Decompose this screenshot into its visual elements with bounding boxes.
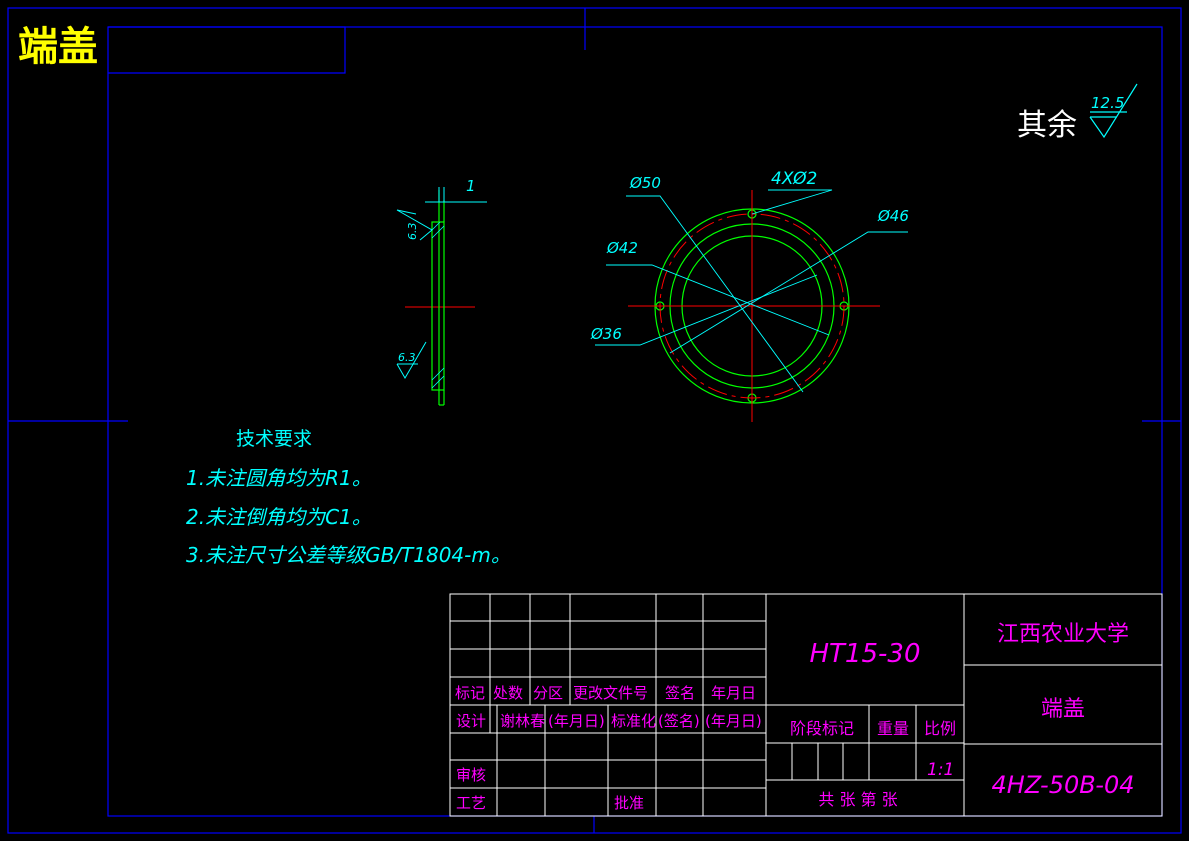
review-label: 审核 bbox=[456, 766, 486, 784]
material-label: HT15-30 bbox=[810, 639, 921, 669]
tech-item: 2.未注倒角均为C1。 bbox=[186, 505, 372, 529]
dim-d46: Ø46 bbox=[877, 207, 909, 225]
roughness-symbol-icon bbox=[1089, 83, 1138, 139]
header-date: 年月日 bbox=[711, 684, 756, 702]
standard-label: 标准化 bbox=[611, 712, 656, 730]
tech-item: 3.未注尺寸公差等级GB/T1804-m。 bbox=[186, 543, 511, 567]
front-view: Ø50 4XØ2 Ø46 Ø42 Ø36 bbox=[590, 169, 909, 422]
header-sign: 签名 bbox=[665, 684, 695, 702]
standard-date: (年月日) bbox=[705, 712, 762, 730]
thickness-dimension bbox=[425, 187, 487, 203]
weight-label: 重量 bbox=[877, 719, 909, 738]
header-zone: 分区 bbox=[533, 684, 563, 702]
side-outline bbox=[431, 190, 445, 406]
thickness-label: 1 bbox=[466, 177, 476, 195]
title-box-outline bbox=[108, 26, 346, 74]
approve-label: 批准 bbox=[614, 794, 644, 812]
dim-d36: Ø36 bbox=[590, 325, 622, 343]
school-name: 江西农业大学 bbox=[997, 622, 1129, 647]
roughness-bottom-icon bbox=[396, 341, 427, 379]
front-centerlines bbox=[628, 190, 880, 422]
revision-headers: 标记 处数 分区 更改文件号 签名 年月日 bbox=[455, 684, 756, 702]
roughness-value: 12.5 bbox=[1091, 94, 1124, 112]
side-view: 1 6.3 6.3 bbox=[396, 177, 487, 406]
dim-d42: Ø42 bbox=[606, 239, 638, 257]
part-name: 端盖 bbox=[1041, 697, 1085, 722]
design-date: (年月日) bbox=[548, 712, 605, 730]
drawing-number: 4HZ-50B-04 bbox=[991, 771, 1134, 799]
outer-border bbox=[7, 7, 1182, 834]
title-block: HT15-30 江西农业大学 端盖 4HZ-50B-04 标记 处数 分区 更改… bbox=[449, 593, 1163, 817]
tech-heading: 技术要求 bbox=[236, 428, 312, 450]
drawing-title: 端盖 bbox=[18, 24, 98, 70]
side-hatch bbox=[431, 221, 445, 389]
drawing-frame bbox=[7, 7, 1182, 834]
title-block-grid bbox=[449, 593, 1163, 817]
design-label: 设计 bbox=[456, 712, 486, 730]
scale-value: 1:1 bbox=[927, 760, 954, 780]
roughness-label: 其余 bbox=[1017, 108, 1077, 143]
header-count: 处数 bbox=[493, 684, 523, 702]
process-label: 工艺 bbox=[456, 794, 486, 812]
front-dimensions bbox=[595, 189, 908, 393]
roughness-top-value: 6.3 bbox=[406, 223, 419, 241]
header-mark: 标记 bbox=[455, 684, 485, 702]
header-change-doc: 更改文件号 bbox=[573, 684, 648, 702]
tech-item: 1.未注圆角均为R1。 bbox=[186, 466, 372, 490]
stage-label: 阶段标记 bbox=[790, 719, 854, 738]
technical-requirements: 技术要求 1.未注圆角均为R1。 2.未注倒角均为C1。 3.未注尺寸公差等级G… bbox=[186, 428, 511, 567]
sheet-count: 共 张 第 张 bbox=[818, 790, 897, 809]
dim-holes: 4XØ2 bbox=[771, 169, 817, 189]
standard-sign: (签名) bbox=[658, 712, 700, 730]
designer-name: 谢林春 bbox=[500, 712, 545, 730]
roughness-bottom-value: 6.3 bbox=[398, 351, 416, 364]
roughness-top-icon bbox=[396, 209, 433, 241]
design-row: 设计 谢林春 (年月日) 标准化 (签名) (年月日) bbox=[456, 712, 762, 730]
roughness-note: 其余 12.5 bbox=[1017, 83, 1138, 143]
scale-label: 比例 bbox=[924, 719, 956, 738]
dim-d50: Ø50 bbox=[629, 174, 661, 192]
